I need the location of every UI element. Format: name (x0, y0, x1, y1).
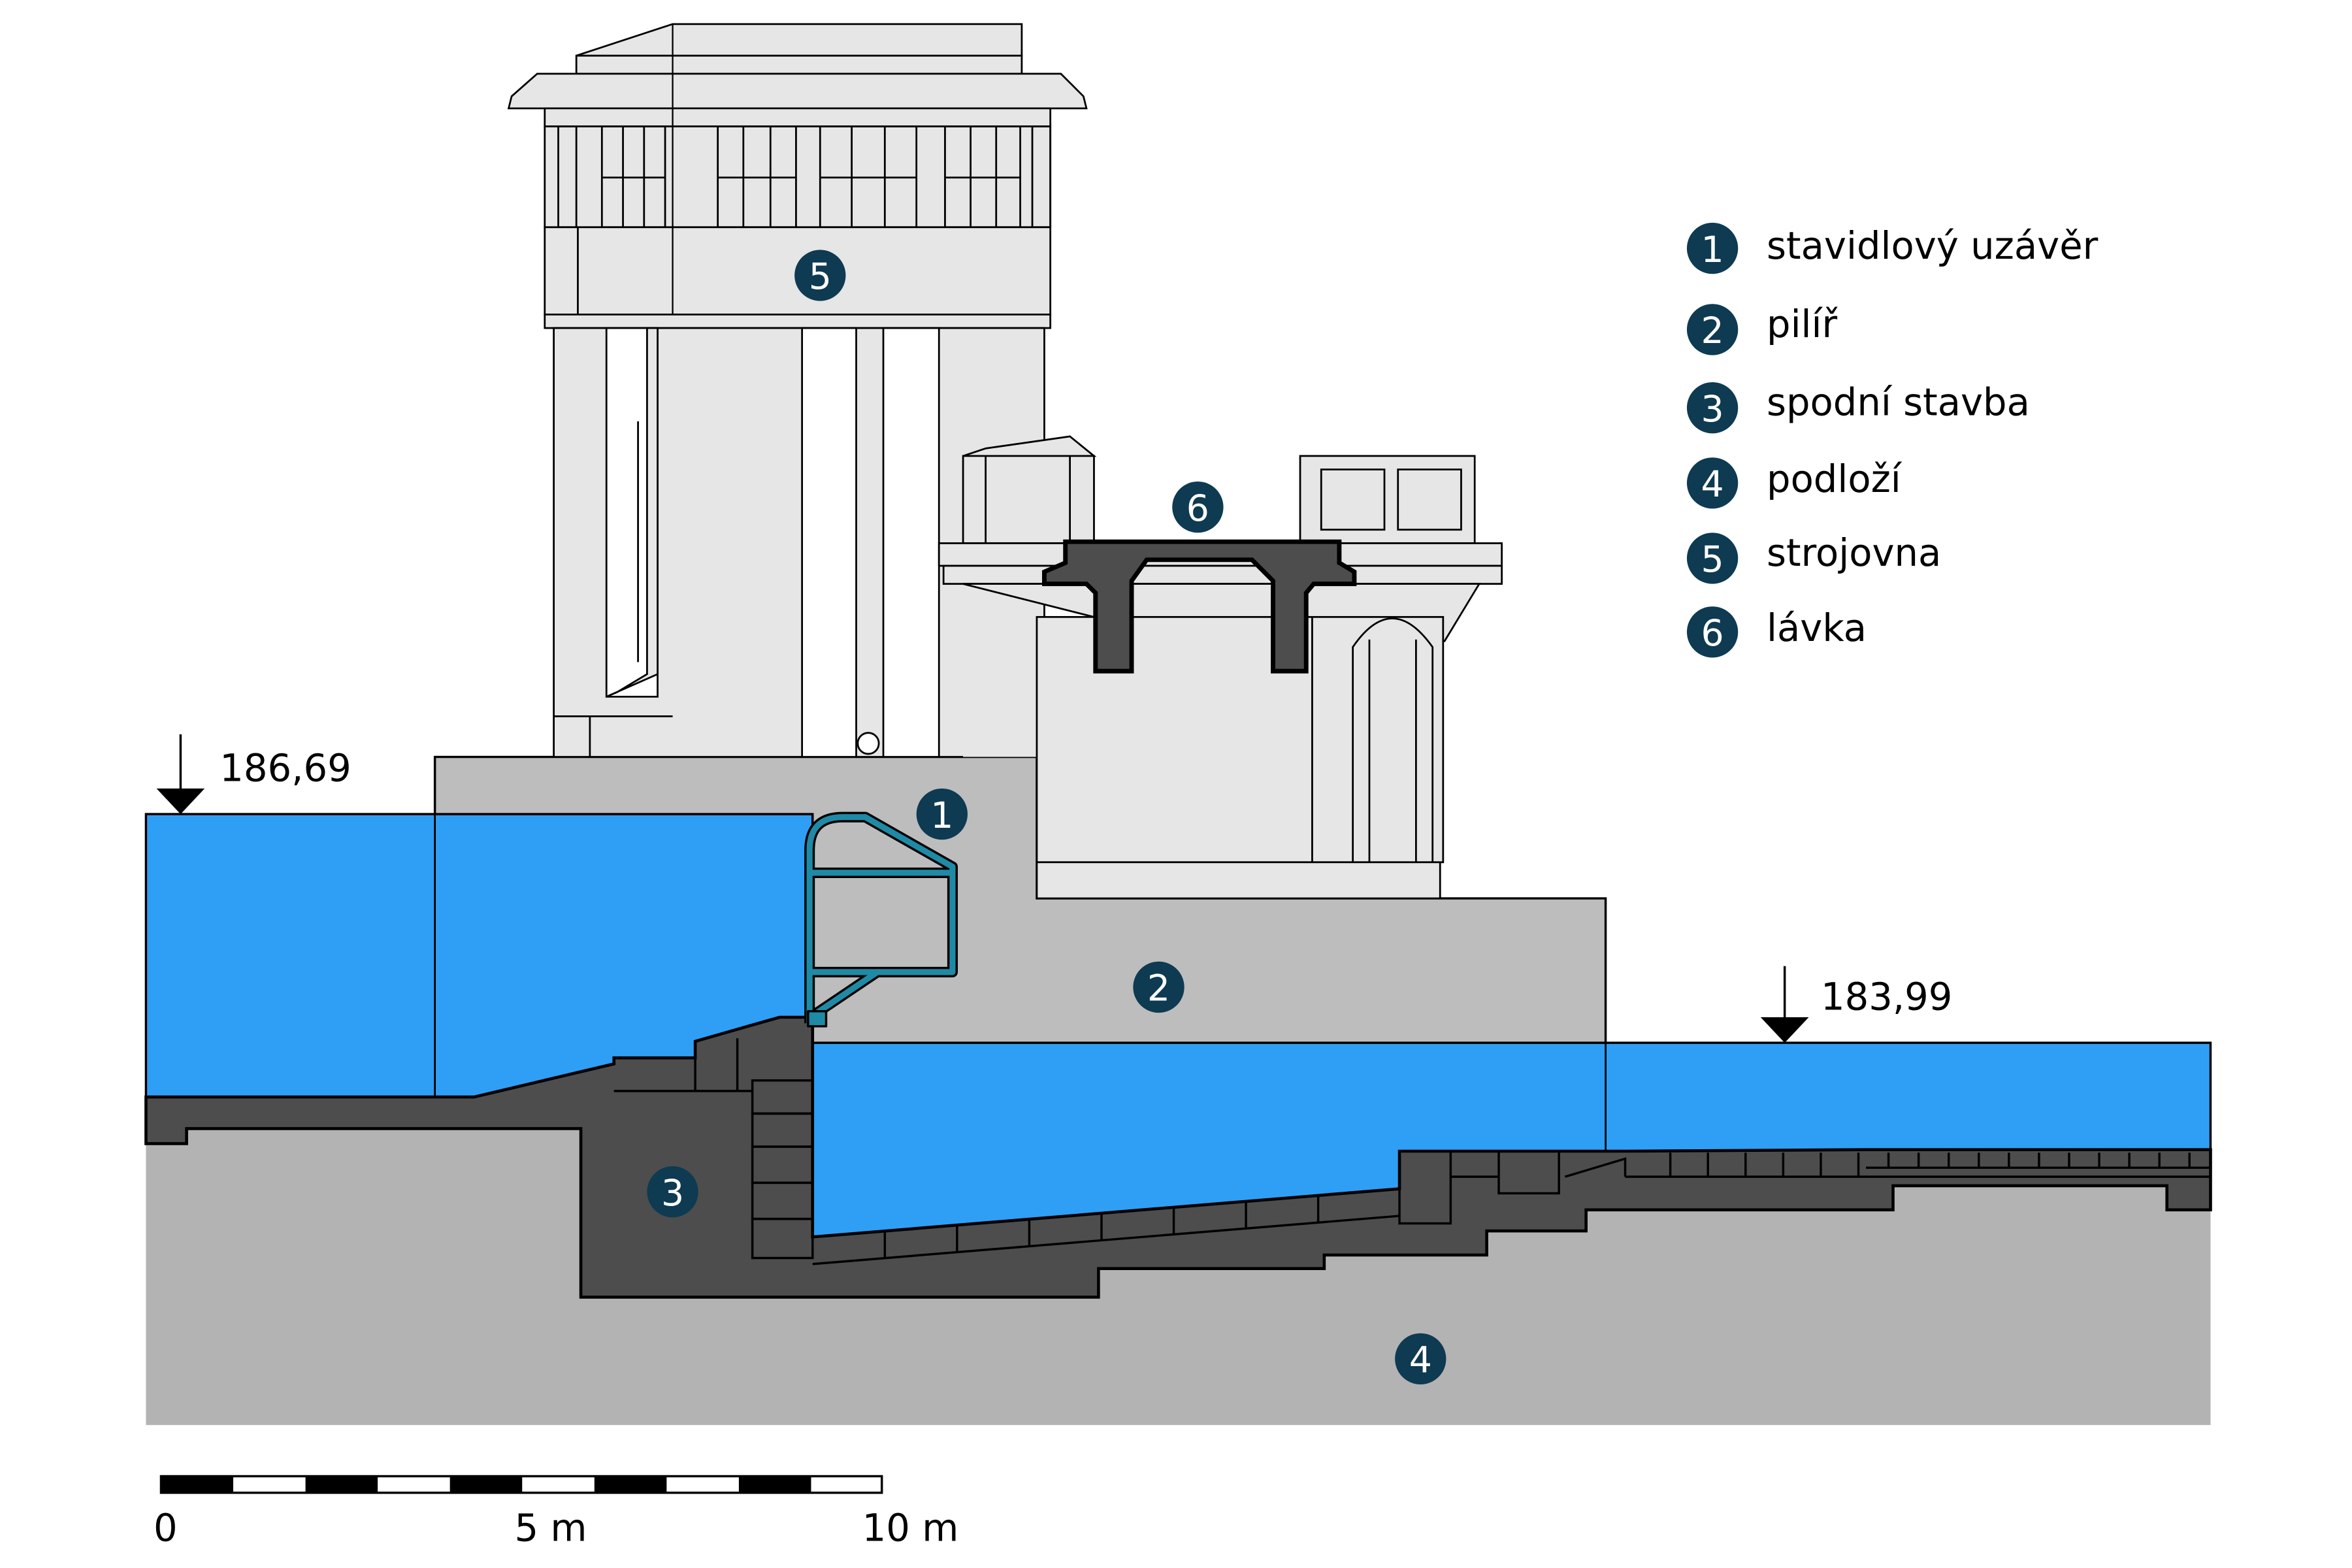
svg-text:4: 4 (1409, 1340, 1432, 1382)
svg-text:1: 1 (930, 795, 953, 837)
level-downstream-label: 183,99 (1821, 975, 1952, 1019)
legend-item-6: 6 lávka (1686, 606, 1867, 658)
legend-item-5: 5 strojovna (1686, 531, 1941, 584)
svg-text:2: 2 (1147, 968, 1170, 1010)
machine-house (507, 23, 1088, 758)
legend-item-2: 2 pilíř (1686, 302, 1838, 355)
legend: 1 stavidlový uzávěr 2 pilíř 3 spodní sta… (1686, 222, 2099, 658)
badge-5: 5 (794, 250, 846, 301)
svg-text:2: 2 (1701, 310, 1724, 352)
sluice-gate (804, 811, 958, 1028)
legend-badge (1686, 304, 1739, 355)
legend-badge (1686, 606, 1739, 658)
legend-item-3: 3 spodní stavba (1686, 381, 2030, 434)
legend-badge (1686, 382, 1739, 434)
legend-badge (1686, 532, 1739, 584)
legend-label: lávka (1767, 606, 1867, 650)
level-marker-downstream: 183,99 (1760, 966, 1952, 1043)
footbridge (1042, 539, 1357, 674)
legend-item-1: 1 stavidlový uzávěr (1686, 222, 2099, 274)
legend-label: stavidlový uzávěr (1767, 224, 2099, 268)
badge-3: 3 (647, 1166, 698, 1218)
svg-text:3: 3 (1701, 389, 1724, 431)
scale-label-10m: 10 m (862, 1507, 959, 1550)
scale-label-5m: 5 m (514, 1507, 587, 1550)
mechanism-housing (938, 435, 1503, 900)
substructure (144, 1015, 2212, 1299)
legend-label: spodní stavba (1767, 381, 2030, 425)
legend-badge (1686, 222, 1739, 274)
scale-bar: 0 5 m 10 m (154, 1475, 959, 1550)
roof-eave (507, 73, 1088, 110)
badge-1: 1 (916, 788, 968, 840)
left-cabinet (962, 455, 1095, 544)
roof-top (576, 23, 1023, 57)
legend-item-4: 4 podloží (1686, 457, 1903, 509)
svg-text:6: 6 (1701, 613, 1724, 655)
svg-text:3: 3 (661, 1173, 684, 1215)
svg-text:1: 1 (1701, 229, 1724, 271)
substructure-blocks (613, 1038, 2211, 1266)
level-upstream-label: 186,69 (220, 746, 351, 790)
badge-6: 6 (1172, 482, 1224, 533)
gate-foot (807, 1010, 828, 1028)
level-marker-upstream: 186,69 (156, 734, 351, 815)
legend-label: podloží (1767, 457, 1903, 501)
scale-label-0: 0 (154, 1507, 178, 1550)
legend-badge (1686, 457, 1739, 509)
svg-text:5: 5 (809, 256, 832, 298)
badge-4: 4 (1395, 1333, 1446, 1385)
legend-label: pilíř (1767, 302, 1838, 346)
callout-badges: 1 2 3 4 5 6 (647, 250, 1446, 1385)
legend-label: strojovna (1767, 531, 1941, 575)
svg-text:6: 6 (1186, 488, 1209, 530)
badge-2: 2 (1133, 961, 1184, 1013)
roof-band (575, 54, 1023, 75)
svg-text:5: 5 (1701, 539, 1724, 581)
substructure-body (144, 1015, 2212, 1299)
svg-text:4: 4 (1701, 464, 1724, 506)
